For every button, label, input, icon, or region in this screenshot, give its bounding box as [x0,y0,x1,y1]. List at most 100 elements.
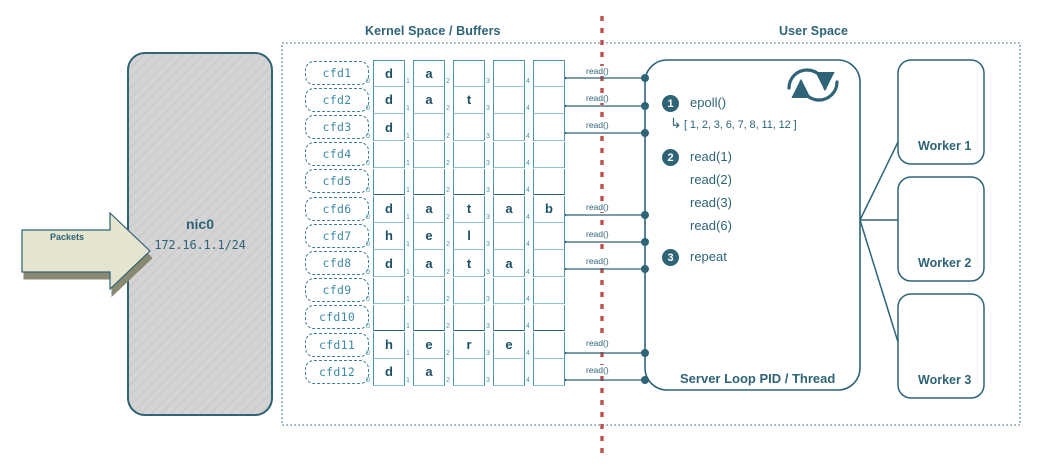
buffer-index-label: 0 [366,214,370,222]
cfd-pill[interactable]: cfd12 [305,359,369,384]
buffer-cell [453,277,485,305]
buffer-index-label: 2 [446,132,450,140]
epoll-result-arrow-icon: ↳ [670,115,682,131]
buffer-index-label: 1 [406,214,410,222]
buffer-cell [493,223,525,250]
read-call-label: read() [584,201,611,212]
cfd-label: cfd1 [322,65,352,80]
cfd-pill[interactable]: cfd3 [305,114,369,139]
buffer-cell [453,304,485,332]
buffer-cell [453,114,485,141]
buffer-cell: d [373,359,405,386]
buffer-cell [533,87,565,114]
cfd-label: cfd2 [322,92,352,107]
buffer-cell: e [493,332,525,359]
buffer-index-label: 2 [446,241,450,249]
read-call-label: read() [584,337,611,348]
buffer-index-label: 4 [526,132,530,140]
cfd-pill[interactable]: cfd7 [305,223,369,248]
buffer-index-label: 3 [486,323,490,330]
buffer-index-label: 2 [446,377,450,385]
buffer-index-label: 4 [526,295,530,303]
buffer-cell [413,114,445,141]
buffer-cell: t [453,87,485,114]
cfd-pill[interactable]: cfd5 [305,169,369,194]
buffer-index-label: 3 [486,187,490,194]
buffer-cell [533,250,565,277]
buffer-cell: e [413,223,445,250]
buffer-cell [533,304,565,332]
buffer-cell [413,168,445,196]
cfd-label: cfd6 [322,201,352,216]
buffer-cell [533,60,565,87]
cfd-pill[interactable]: cfd9 [305,278,369,303]
cfd-pill[interactable]: cfd2 [305,87,369,112]
buffer-cell [493,359,525,386]
buffer-cell [453,359,485,386]
buffer-cell [413,141,445,169]
buffer-cell: b [533,196,565,223]
buffer-index-label: 2 [446,78,450,86]
buffer-index-label: 1 [406,377,410,385]
buffer-index-label: 0 [366,350,370,358]
step-3-label: repeat [690,249,727,264]
cfd-label: cfd8 [322,255,352,270]
buffer-index-label: 4 [526,350,530,358]
buffer-index-label: 0 [366,268,370,276]
buffer-cell: a [493,250,525,277]
buffer-index-label: 3 [486,105,490,113]
buffer-cell: e [413,332,445,359]
buffer-index-label: 3 [486,214,490,222]
recycle-arrows-icon [787,68,839,102]
buffer-index-label: 4 [526,323,530,330]
cfd-pill[interactable]: cfd8 [305,250,369,275]
buffer-cell [453,141,485,169]
buffer-cell [493,168,525,196]
buffer-index-label: 0 [366,105,370,113]
read-call-label: read() [584,65,611,76]
cfd-label: cfd7 [322,228,352,243]
buffer-index-label: 4 [526,214,530,222]
cfd-label: cfd9 [322,283,352,298]
buffer-cell: a [413,87,445,114]
buffer-cell: d [373,60,405,87]
read-call-1: read(1) [690,149,732,164]
buffer-index-label: 1 [406,105,410,113]
buffer-index-label: 4 [526,78,530,86]
cfd-label: cfd11 [318,337,356,352]
worker-connectors [859,141,899,343]
buffer-cell: t [453,250,485,277]
buffer-index-label: 3 [486,78,490,86]
buffer-cell [453,168,485,196]
buffer-index-label: 1 [406,323,410,330]
cfd-pill[interactable]: cfd4 [305,142,369,167]
buffer-cell [493,141,525,169]
buffer-cell: t [453,196,485,223]
buffer-cell: a [413,359,445,386]
buffer-cell [533,168,565,196]
buffer-index-label: 3 [486,350,490,358]
cfd-pill[interactable]: cfd11 [305,332,369,357]
buffer-index-label: 4 [526,105,530,113]
buffer-index-label: 3 [486,159,490,167]
buffer-index-label: 4 [526,268,530,276]
buffer-cell [373,277,405,305]
step-badge-3: 3 [662,249,679,266]
buffer-cell: d [373,87,405,114]
buffer-cell: a [413,250,445,277]
buffer-cell [533,114,565,141]
buffer-cell [413,277,445,305]
buffer-index-label: 2 [446,214,450,222]
buffer-index-label: 1 [406,241,410,249]
server-loop-title: Server Loop PID / Thread [680,371,836,386]
cfd-pill[interactable]: cfd1 [305,60,369,85]
buffer-cell: d [373,114,405,141]
read-call-label: read() [584,364,611,375]
cfd-pill[interactable]: cfd6 [305,196,369,221]
buffer-index-label: 0 [366,323,370,330]
buffer-cell [533,141,565,169]
cfd-pill[interactable]: cfd10 [305,305,369,330]
buffer-cell [493,304,525,332]
buffer-cell: r [453,332,485,359]
buffer-index-label: 0 [366,78,370,86]
